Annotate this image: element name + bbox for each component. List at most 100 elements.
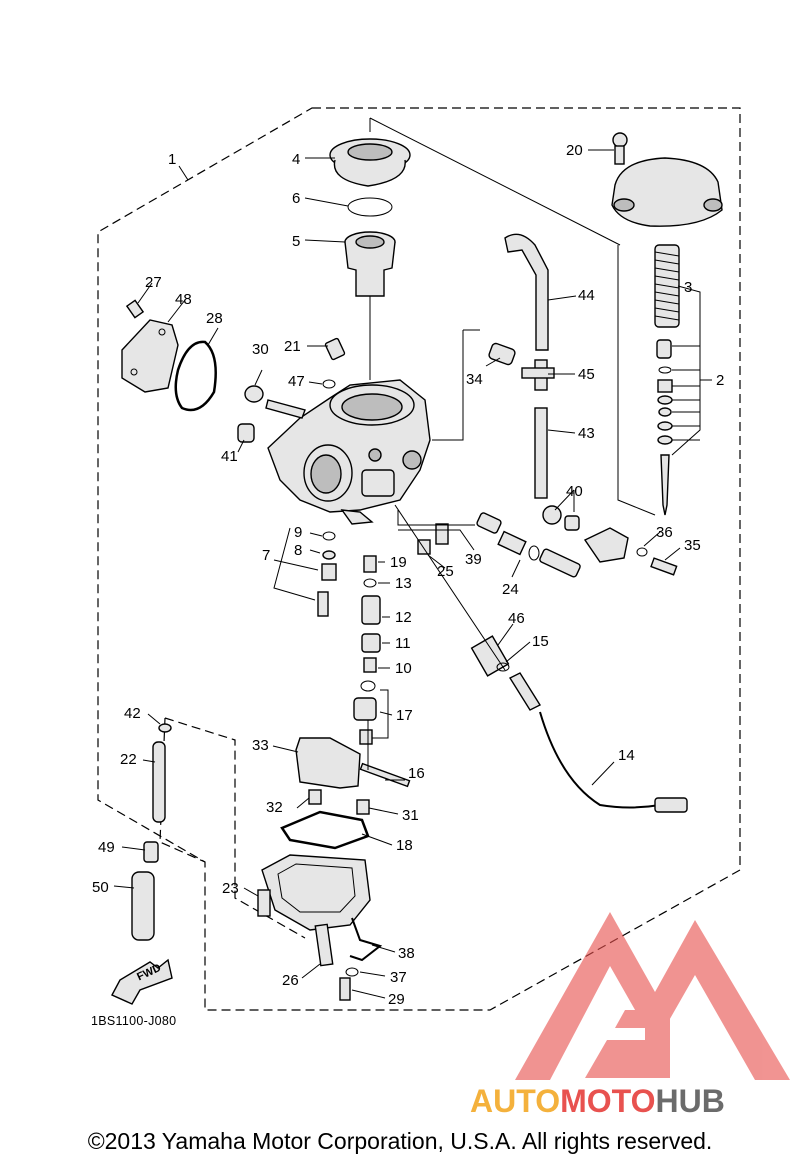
callout-38: 38 bbox=[398, 945, 415, 962]
screw-20 bbox=[612, 132, 628, 165]
callout-22: 22 bbox=[120, 751, 137, 768]
callout-21: 21 bbox=[284, 338, 301, 355]
callout-48: 48 bbox=[175, 291, 192, 308]
cap-34 bbox=[488, 342, 516, 366]
callout-9: 9 bbox=[294, 524, 302, 541]
screw-27 bbox=[125, 299, 145, 319]
washer-15 bbox=[496, 662, 510, 672]
callout-25: 25 bbox=[437, 563, 454, 580]
callout-18: 18 bbox=[396, 837, 413, 854]
drain-subgroup-outline bbox=[164, 717, 306, 939]
callout-14: 14 bbox=[618, 747, 635, 764]
callout-43: 43 bbox=[578, 425, 595, 442]
leader-lines bbox=[113, 117, 712, 999]
callout-34: 34 bbox=[466, 371, 483, 388]
callout-15: 15 bbox=[532, 633, 549, 650]
gasket-18 bbox=[280, 810, 370, 850]
clip-42 bbox=[158, 723, 172, 733]
plate-48 bbox=[121, 319, 179, 393]
callout-41: 41 bbox=[221, 448, 238, 465]
callout-27: 27 bbox=[145, 274, 162, 291]
o-ring-13 bbox=[363, 578, 377, 588]
drain-screw-26 bbox=[314, 923, 334, 967]
callout-4: 4 bbox=[292, 151, 300, 168]
callout-40: 40 bbox=[566, 483, 583, 500]
callout-46: 46 bbox=[508, 610, 525, 627]
screw-29 bbox=[339, 977, 351, 1001]
jet-19 bbox=[363, 555, 377, 573]
callout-37: 37 bbox=[390, 969, 407, 986]
o-ring-24 bbox=[528, 545, 540, 561]
float-chamber bbox=[261, 854, 371, 931]
cable-end-14 bbox=[654, 797, 688, 813]
callout-33: 33 bbox=[252, 737, 269, 754]
float-33 bbox=[295, 737, 361, 789]
callout-3: 3 bbox=[684, 279, 692, 296]
callout-26: 26 bbox=[282, 972, 299, 989]
callout-35: 35 bbox=[684, 537, 701, 554]
t-joint-45 bbox=[521, 359, 555, 391]
diaphragm-4 bbox=[329, 138, 411, 187]
hose-clip-38 bbox=[349, 917, 383, 962]
callout-11: 11 bbox=[395, 635, 411, 652]
hose-43 bbox=[534, 407, 548, 499]
callout-32: 32 bbox=[266, 799, 283, 816]
tube-50 bbox=[131, 871, 155, 941]
callout-31: 31 bbox=[402, 807, 419, 824]
callout-1: 1 bbox=[168, 151, 176, 168]
callout-29: 29 bbox=[388, 991, 405, 1008]
joint-49 bbox=[143, 841, 159, 863]
screw-7 bbox=[317, 591, 329, 617]
callout-17: 17 bbox=[396, 707, 413, 724]
carburetor-body-1 bbox=[267, 379, 431, 525]
o-ring-47 bbox=[322, 379, 336, 389]
throttle-valve-housing bbox=[583, 527, 629, 563]
screw-24 bbox=[539, 548, 581, 578]
screw-32 bbox=[308, 789, 322, 805]
callout-39: 39 bbox=[465, 551, 482, 568]
plug-41 bbox=[237, 423, 255, 443]
screw-23 bbox=[257, 889, 271, 917]
gasket-28 bbox=[174, 340, 217, 412]
callout-20: 20 bbox=[566, 142, 583, 159]
screw-35 bbox=[650, 557, 678, 576]
callout-24: 24 bbox=[502, 581, 519, 598]
main-jet-10 bbox=[363, 657, 377, 673]
screw-39 bbox=[476, 512, 502, 534]
callout-45: 45 bbox=[578, 366, 595, 383]
spring-24 bbox=[497, 530, 527, 556]
o-ring-9 bbox=[322, 531, 336, 541]
bracket-40 bbox=[542, 505, 580, 531]
callout-5: 5 bbox=[292, 233, 300, 250]
piston-valve-5 bbox=[344, 231, 396, 297]
spring-46 bbox=[470, 635, 510, 677]
callout-36: 36 bbox=[656, 524, 673, 541]
callout-23: 23 bbox=[222, 880, 239, 897]
callout-13: 13 bbox=[395, 575, 412, 592]
callout-47: 47 bbox=[288, 373, 305, 390]
callout-19: 19 bbox=[390, 554, 407, 571]
o-ring-6 bbox=[347, 197, 393, 217]
needle-kit-2 bbox=[656, 339, 673, 516]
assembly-outline bbox=[97, 107, 741, 1011]
automotohub-watermark: AUTOMOTOHUB bbox=[470, 912, 790, 1119]
callout-49: 49 bbox=[98, 839, 115, 856]
diagram-ref-code: 1BS1100-J080 bbox=[91, 1014, 176, 1028]
jet-39b bbox=[435, 523, 449, 545]
callout-28: 28 bbox=[206, 310, 223, 327]
callout-7: 7 bbox=[262, 547, 270, 564]
spring-7 bbox=[321, 563, 337, 581]
carb-top-cap bbox=[611, 157, 723, 227]
callout-10: 10 bbox=[395, 660, 412, 677]
callout-labels: 1 2 3 4 5 6 7 8 9 10 11 12 13 14 15 16 1… bbox=[92, 142, 724, 1008]
callout-44: 44 bbox=[578, 287, 595, 304]
watermark-text: AUTOMOTOHUB bbox=[470, 1083, 725, 1119]
float-pin-16 bbox=[359, 762, 411, 788]
nut-30 bbox=[244, 385, 306, 419]
cable-14 bbox=[539, 711, 661, 809]
callout-12: 12 bbox=[395, 609, 412, 626]
washer-36 bbox=[636, 547, 648, 557]
washer-8 bbox=[322, 550, 336, 560]
spring-3 bbox=[654, 244, 680, 328]
